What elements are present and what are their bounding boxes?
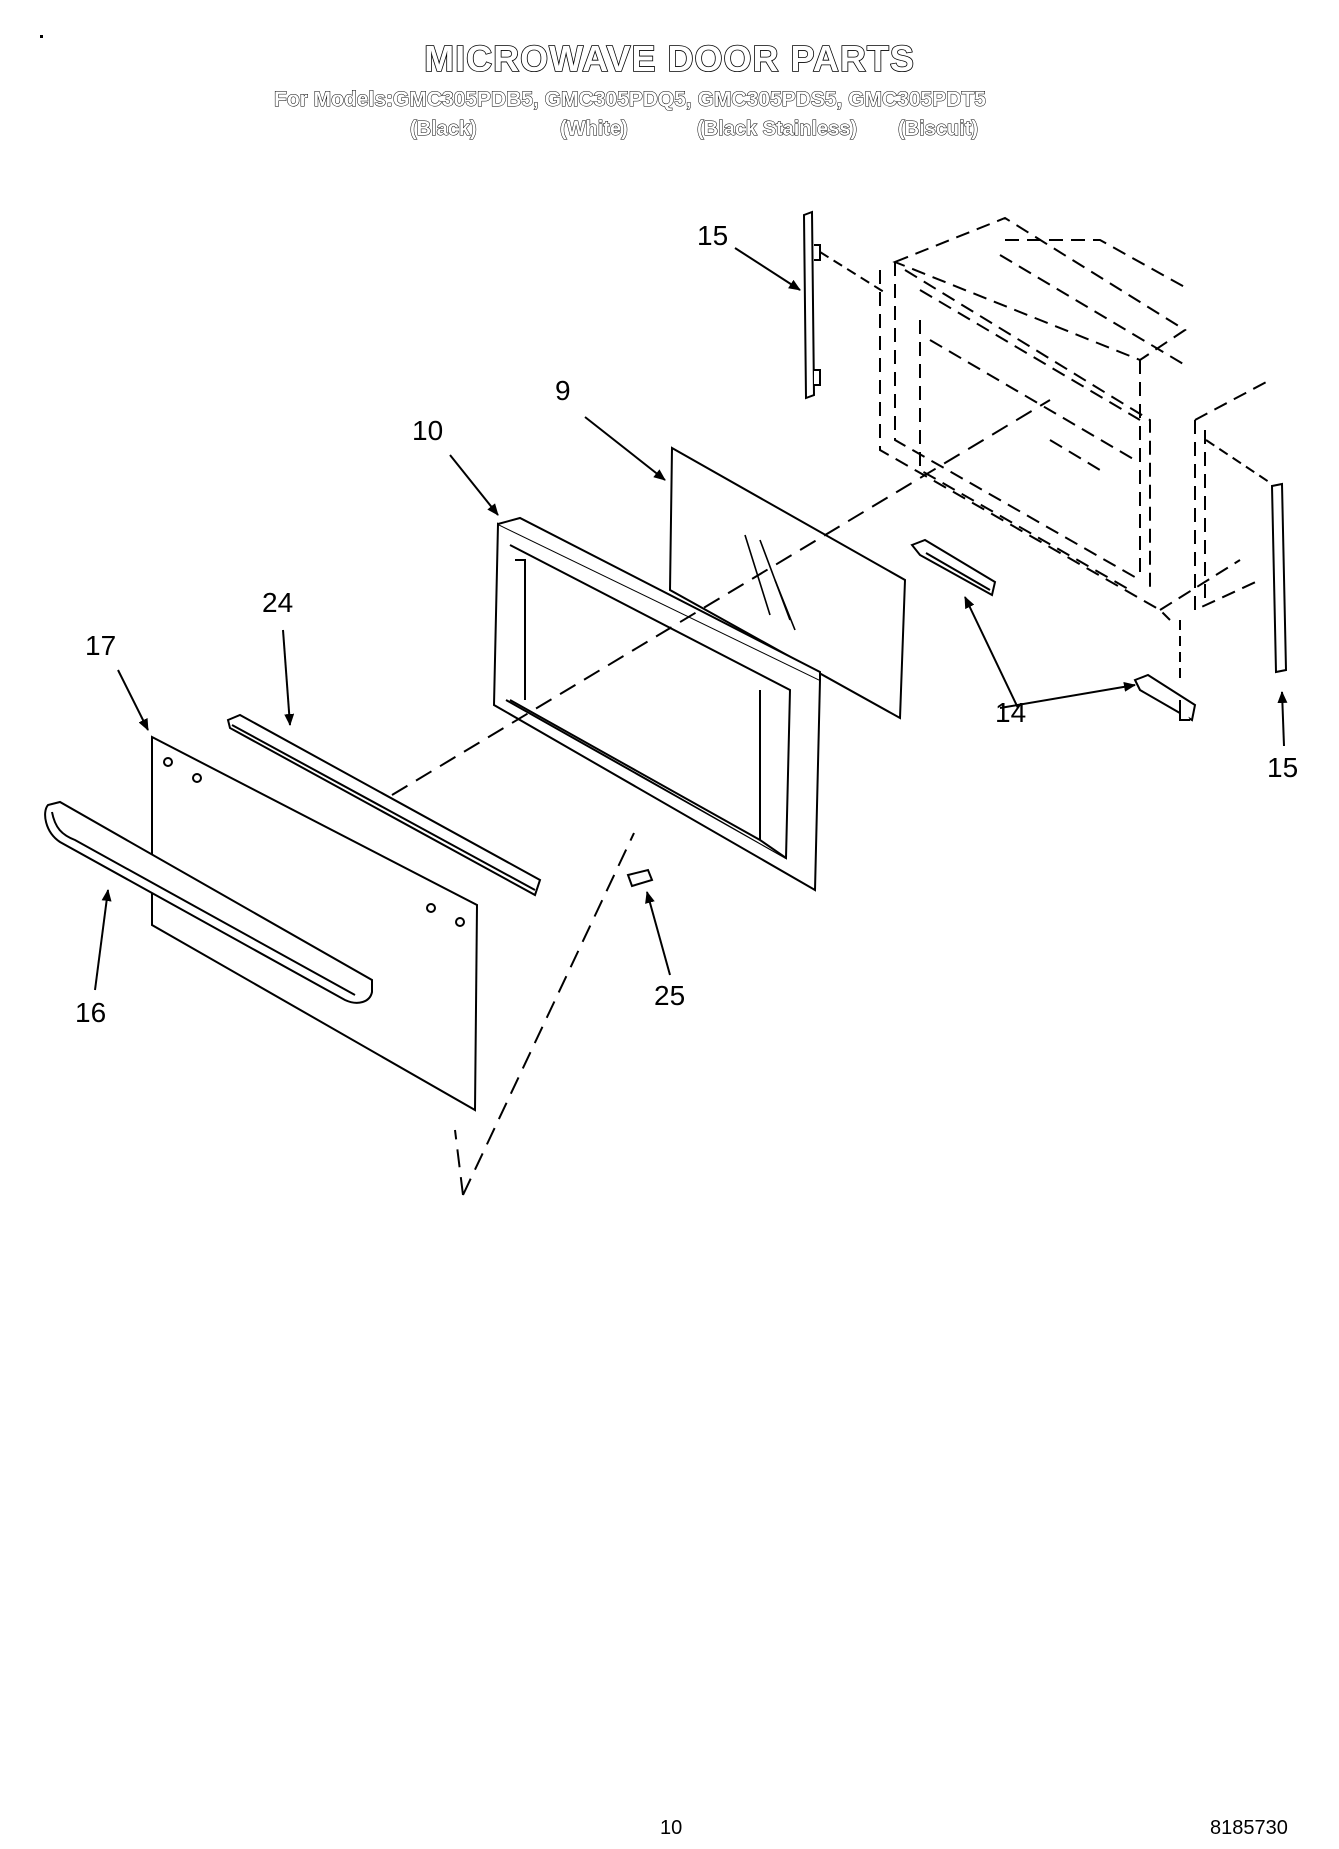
color-label-white: (White) — [560, 118, 629, 141]
hinge-strip-top — [802, 210, 885, 400]
callout-24: 24 — [262, 587, 293, 618]
callout-10: 10 — [412, 415, 443, 446]
models-line: For Models:GMC305PDB5, GMC305PDQ5, GMC30… — [274, 88, 987, 112]
callout-9: 9 — [555, 375, 571, 406]
callout-15-top: 15 — [697, 220, 728, 251]
color-label-black: (Black) — [410, 118, 478, 141]
color-label-biscuit: (Biscuit) — [898, 118, 979, 141]
document-number: 8185730 — [1210, 1817, 1288, 1839]
page-number: 10 — [660, 1817, 683, 1839]
leader-arrows — [94, 247, 1288, 991]
callout-14: 14 — [995, 697, 1026, 728]
door-frame — [492, 516, 822, 892]
callout-25: 25 — [654, 980, 685, 1011]
outer-door-panel — [151, 735, 479, 1112]
door-handle — [44, 800, 373, 1004]
page-title: MICROWAVE DOOR PARTS — [423, 37, 915, 80]
clip — [626, 868, 654, 888]
hinge-bracket-lower — [1133, 620, 1197, 722]
callout-15-right: 15 — [1267, 752, 1298, 783]
callout-16: 16 — [75, 997, 106, 1028]
glass-panel — [668, 446, 907, 720]
hinge-strip-right — [1205, 439, 1288, 674]
trim-strip — [226, 713, 542, 897]
microwave-cabinet-outline — [879, 216, 1271, 621]
stray-mark — [40, 35, 43, 38]
hinge-bracket-upper — [910, 538, 997, 597]
callout-17: 17 — [85, 630, 116, 661]
color-label-black-stainless: (Black Stainless) — [696, 118, 858, 141]
